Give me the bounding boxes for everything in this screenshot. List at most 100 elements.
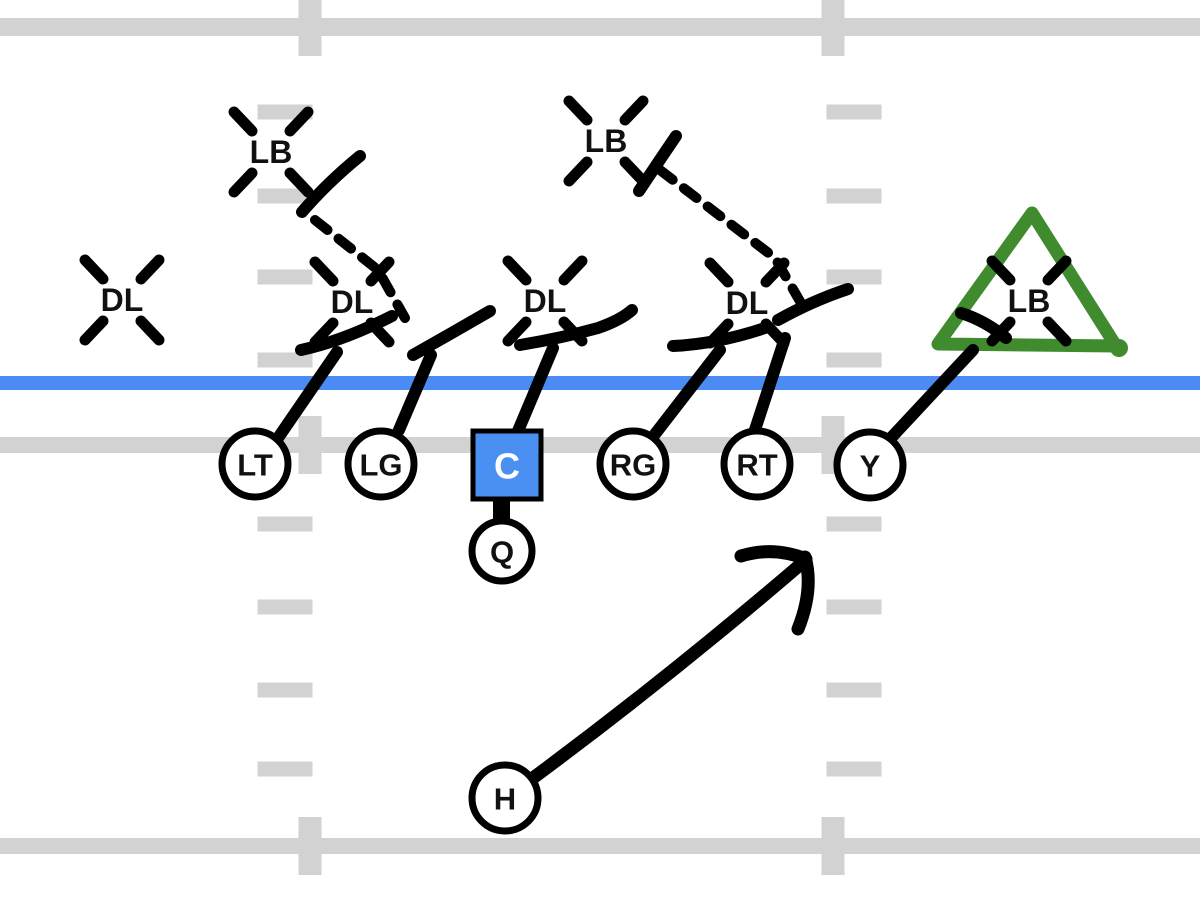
defender-dl-0[interactable]: DL bbox=[79, 254, 165, 346]
climb-to-lb-mid[interactable] bbox=[655, 165, 806, 308]
hash-mark bbox=[826, 516, 882, 532]
x-marker-arm bbox=[228, 167, 258, 198]
player-lt[interactable]: LT bbox=[218, 427, 292, 501]
x-marker-arm bbox=[1042, 255, 1072, 286]
defender-dl-1[interactable]: DL bbox=[309, 256, 395, 348]
hash-mark bbox=[826, 269, 882, 285]
defender-label: DL bbox=[726, 285, 769, 321]
player-c[interactable]: C bbox=[470, 428, 544, 502]
x-marker-arm bbox=[760, 318, 790, 349]
hash-mark bbox=[826, 682, 882, 698]
player-lg[interactable]: LG bbox=[344, 427, 418, 501]
player-label: RG bbox=[610, 448, 657, 483]
player-y[interactable]: Y bbox=[833, 428, 907, 502]
x-marker-arm bbox=[502, 255, 532, 286]
player-label: Q bbox=[490, 535, 514, 570]
player-rg[interactable]: RG bbox=[596, 427, 670, 501]
rt-block[interactable] bbox=[747, 283, 854, 442]
player-rt[interactable]: RT bbox=[720, 427, 794, 501]
player-label: RT bbox=[736, 448, 777, 483]
offense: LT LG C RG RT Y Q H bbox=[218, 427, 907, 835]
x-marker-arm bbox=[619, 156, 649, 187]
x-marker-arm bbox=[365, 256, 395, 287]
player-h[interactable]: H bbox=[468, 761, 542, 835]
hash-mark bbox=[257, 599, 313, 615]
hash-mark bbox=[257, 682, 313, 698]
player-label: LT bbox=[237, 448, 273, 483]
x-marker-arm bbox=[284, 106, 314, 137]
defense: DL DL DL DL LB LB LB bbox=[79, 95, 1072, 349]
lb-left-cap[interactable] bbox=[296, 150, 366, 218]
hash-mark bbox=[257, 516, 313, 532]
player-label: H bbox=[494, 782, 516, 817]
yard-line bbox=[0, 838, 1200, 854]
yard-line-tick bbox=[298, 0, 322, 56]
hash-mark bbox=[257, 188, 313, 204]
player-circle[interactable] bbox=[344, 427, 418, 501]
yard-line-tick bbox=[298, 416, 322, 474]
yard-line bbox=[0, 18, 1200, 36]
x-marker-arm bbox=[79, 315, 109, 346]
hash-mark bbox=[826, 599, 882, 615]
yard-line-tick bbox=[821, 817, 845, 875]
x-marker-arm bbox=[704, 257, 734, 288]
x-marker-arm bbox=[365, 317, 395, 348]
x-marker-arm bbox=[558, 255, 588, 286]
x-marker-arm bbox=[502, 316, 532, 347]
defender-label: DL bbox=[331, 284, 374, 320]
defender-label: DL bbox=[101, 282, 144, 318]
x-marker-arm bbox=[619, 95, 649, 126]
x-marker-arm bbox=[228, 106, 258, 137]
x-marker-arm bbox=[1042, 316, 1072, 347]
line-of-scrimmage bbox=[0, 376, 1200, 390]
x-marker-arm bbox=[284, 167, 314, 198]
hash-mark bbox=[826, 352, 882, 368]
x-marker-arm bbox=[563, 156, 593, 187]
hash-mark bbox=[257, 761, 313, 777]
h-run-arrow[interactable] bbox=[526, 545, 815, 785]
player-circle[interactable] bbox=[468, 761, 542, 835]
x-marker-arm bbox=[135, 315, 165, 346]
center-square[interactable] bbox=[470, 428, 544, 502]
triangle-outline[interactable] bbox=[931, 206, 1123, 353]
defender-label: LB bbox=[1008, 283, 1051, 319]
player-circle[interactable] bbox=[720, 427, 794, 501]
player-circle[interactable] bbox=[468, 517, 536, 585]
defender-dl-2[interactable]: DL bbox=[502, 255, 588, 347]
x-marker-arm bbox=[558, 316, 588, 347]
lb-highlight-triangle[interactable] bbox=[931, 206, 1128, 357]
defender-lb-6[interactable]: LB bbox=[986, 255, 1072, 347]
player-label: C bbox=[494, 446, 520, 487]
defender-lb-5[interactable]: LB bbox=[563, 95, 649, 187]
defender-label: DL bbox=[524, 283, 567, 319]
hash-mark bbox=[257, 269, 313, 285]
x-marker-arm bbox=[986, 316, 1016, 347]
c-block[interactable] bbox=[512, 304, 638, 437]
player-q[interactable]: Q bbox=[468, 517, 536, 585]
player-label: Y bbox=[860, 449, 881, 484]
x-marker-arm bbox=[309, 256, 339, 287]
defender-label: LB bbox=[250, 134, 293, 170]
x-marker-arm bbox=[760, 257, 790, 288]
defender-lb-4[interactable]: LB bbox=[228, 106, 314, 198]
lt-block[interactable] bbox=[272, 310, 398, 444]
x-marker-arm bbox=[79, 254, 109, 285]
x-marker-arm bbox=[135, 254, 165, 285]
yard-line-tick bbox=[298, 817, 322, 875]
defender-dl-3[interactable]: DL bbox=[704, 257, 790, 349]
defender-label: LB bbox=[585, 123, 628, 159]
player-circle[interactable] bbox=[596, 427, 670, 501]
x-marker-arm bbox=[986, 255, 1016, 286]
lg-block[interactable] bbox=[393, 305, 496, 436]
hash-mark bbox=[257, 352, 313, 368]
hash-mark bbox=[826, 761, 882, 777]
x-marker-arm bbox=[704, 318, 734, 349]
x-marker-arm bbox=[563, 95, 593, 126]
player-circle[interactable] bbox=[833, 428, 907, 502]
hash-mark bbox=[826, 188, 882, 204]
player-circle[interactable] bbox=[218, 427, 292, 501]
hash-mark bbox=[826, 104, 882, 120]
field-markings bbox=[0, 0, 1200, 875]
